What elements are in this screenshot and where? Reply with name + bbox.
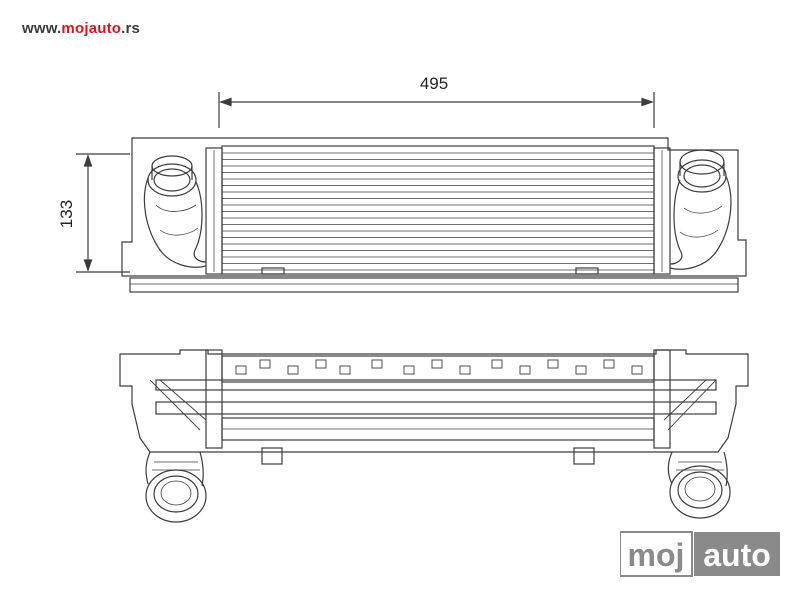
mount-foot-left — [261, 447, 283, 465]
top-bracket — [315, 359, 327, 369]
height-arrow-bottom — [83, 259, 93, 272]
height-dimension: 133 — [57, 153, 130, 273]
top-bracket — [575, 365, 587, 375]
front-outer-body — [121, 137, 747, 277]
top-bracket — [631, 365, 643, 375]
top-left-pipe — [145, 451, 207, 523]
top-core-rail-2 — [155, 401, 717, 415]
width-label: 495 — [420, 74, 448, 93]
top-right-pipe-flange — [669, 465, 731, 519]
top-bracket — [403, 365, 415, 375]
site-url-brand: mojauto — [61, 20, 122, 37]
front-view — [121, 137, 747, 293]
left-inlet-flange — [147, 163, 197, 197]
logo-right-box — [694, 532, 780, 576]
core-tab-right — [575, 267, 599, 275]
top-bracket — [491, 359, 503, 369]
top-right-tank — [653, 349, 671, 449]
site-url[interactable]: www.mojauto.rs — [22, 20, 140, 37]
top-bracket — [259, 359, 271, 369]
logo-left-box — [620, 531, 693, 577]
top-bracket — [519, 365, 531, 375]
top-left-pipe-flange — [145, 469, 207, 523]
right-end-tank — [653, 147, 671, 275]
top-bracket — [431, 359, 443, 369]
core-tab-left — [261, 267, 285, 275]
right-outlet-flange — [677, 159, 727, 193]
top-bracket — [339, 365, 351, 375]
top-bracket — [603, 359, 615, 369]
front-base-rail — [129, 277, 739, 293]
top-bracket — [371, 359, 383, 369]
top-bracket — [547, 359, 559, 369]
logo-text-auto: auto — [703, 537, 771, 573]
mojauto-logo: moj auto — [620, 531, 780, 577]
radiator-fins — [222, 152, 654, 271]
radiator-core — [221, 145, 655, 275]
height-arrow-top — [83, 154, 93, 167]
top-right-pipe — [667, 451, 731, 519]
width-dimension: 495 — [218, 74, 655, 128]
top-bracket — [235, 365, 247, 375]
top-view — [119, 349, 749, 523]
top-outer-frame — [119, 349, 749, 453]
top-brackets — [235, 359, 643, 375]
left-end-tank — [205, 147, 223, 275]
height-label: 133 — [57, 200, 76, 228]
site-url-suffix: .rs — [121, 20, 141, 37]
left-inlet-pipe — [143, 155, 207, 268]
top-bracket — [459, 365, 471, 375]
top-left-tank — [205, 349, 223, 449]
logo-text-moj: moj — [628, 537, 685, 573]
top-core-rail-1 — [155, 379, 717, 391]
width-arrow-left — [219, 97, 232, 107]
mount-foot-right — [573, 447, 595, 465]
right-outlet-pipe — [669, 149, 732, 270]
width-arrow-right — [641, 97, 654, 107]
top-bracket — [287, 365, 299, 375]
site-url-prefix: www. — [22, 20, 62, 37]
